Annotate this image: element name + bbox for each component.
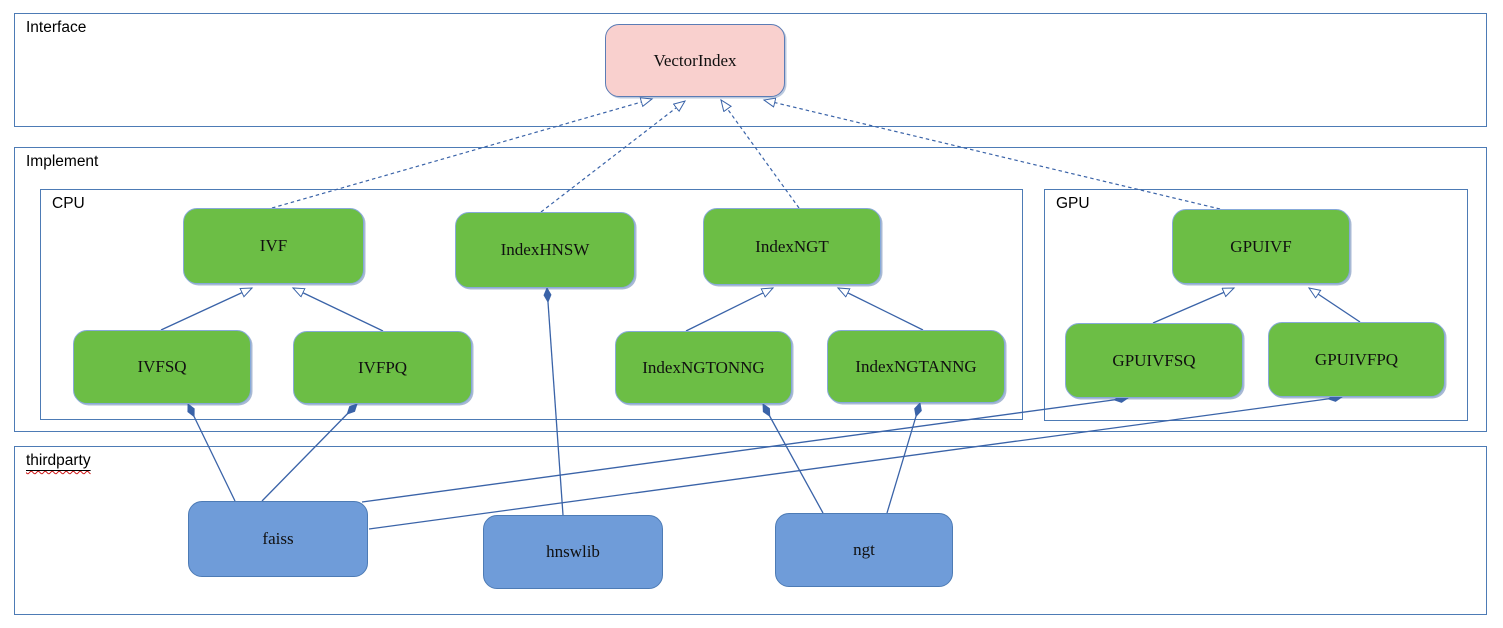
node-gpuivfpq-label: GPUIVFPQ xyxy=(1314,349,1399,369)
edge-indexngtanng-ngt[interactable] xyxy=(886,402,922,514)
node-vectorindex-label: VectorIndex xyxy=(653,50,737,70)
edge-indexngtonng-ngt[interactable] xyxy=(762,403,824,514)
node-indexhnsw-label: IndexHNSW xyxy=(500,240,590,259)
edge-gpuivf-vectorindex[interactable] xyxy=(764,100,1221,210)
group-interface[interactable]: Interface xyxy=(14,13,1487,127)
node-ivfpq[interactable]: IVFPQ xyxy=(293,331,472,404)
edge-ivfsq-ivf[interactable] xyxy=(160,287,252,331)
edge-ivfpq-faiss[interactable] xyxy=(261,403,358,502)
node-ngt-label: ngt xyxy=(853,540,875,559)
node-indexngtonng[interactable]: IndexNGTONNG xyxy=(615,331,792,404)
node-indexhnsw[interactable]: IndexHNSW xyxy=(455,212,635,288)
node-hnswlib-label: hnswlib xyxy=(546,542,600,561)
node-ivf[interactable]: IVF xyxy=(183,208,364,284)
edge-indexhnsw-vectorindex[interactable] xyxy=(540,101,685,213)
group-gpu-label: GPU xyxy=(1056,195,1090,212)
group-interface-label: Interface xyxy=(26,19,87,36)
node-vectorindex[interactable]: VectorIndex xyxy=(605,24,785,97)
node-ivfsq[interactable]: IVFSQ xyxy=(73,330,251,404)
node-gpuivfsq-label: GPUIVFSQ xyxy=(1112,350,1196,370)
group-cpu[interactable]: CPU xyxy=(40,189,1023,420)
edge-ivf-vectorindex[interactable] xyxy=(271,99,652,209)
node-ivfsq-label: IVFSQ xyxy=(137,357,187,376)
group-thirdparty-label: thirdparty xyxy=(26,452,91,469)
node-gpuivfpq[interactable]: GPUIVFPQ xyxy=(1268,322,1445,397)
node-faiss[interactable]: faiss xyxy=(188,501,368,577)
node-gpuivf[interactable]: GPUIVF xyxy=(1172,209,1350,284)
group-gpu[interactable]: GPU xyxy=(1044,189,1468,421)
group-thirdparty[interactable]: thirdparty xyxy=(14,446,1487,615)
node-indexngtonng-label: IndexNGTONNG xyxy=(642,357,765,377)
node-indexngt-label: IndexNGT xyxy=(755,236,829,256)
edge-indexngt-vectorindex[interactable] xyxy=(721,100,800,209)
node-ngt[interactable]: ngt xyxy=(775,513,953,587)
group-implement-label: Implement xyxy=(26,153,99,170)
node-ivf-label: IVF xyxy=(259,236,288,255)
edge-gpuivfpq-gpuivf[interactable] xyxy=(1309,288,1361,323)
edge-indexngtonng-indexngt[interactable] xyxy=(685,288,773,332)
group-implement[interactable]: Implement xyxy=(14,147,1487,432)
edge-gpuivfsq-gpuivf[interactable] xyxy=(1152,287,1234,324)
node-indexngtanng-label: IndexNGTANNG xyxy=(855,356,977,376)
node-ivfpq-label: IVFPQ xyxy=(357,357,408,377)
node-gpuivfsq[interactable]: GPUIVFSQ xyxy=(1065,323,1243,398)
node-hnswlib[interactable]: hnswlib xyxy=(483,515,663,589)
edge-indexngtanng-indexngt[interactable] xyxy=(838,288,924,331)
edge-ivfpq-ivf[interactable] xyxy=(293,287,384,332)
edge-ivfsq-faiss[interactable] xyxy=(187,403,236,502)
node-gpuivf-label: GPUIVF xyxy=(1230,236,1292,256)
group-cpu-label: CPU xyxy=(52,195,85,212)
edge-indexhnsw-hnswlib[interactable] xyxy=(543,287,564,516)
edge-gpuivfsq-faiss[interactable] xyxy=(361,394,1129,503)
edge-gpuivfpq-faiss[interactable] xyxy=(368,393,1343,530)
node-faiss-label: faiss xyxy=(262,529,294,548)
node-indexngtanng[interactable]: IndexNGTANNG xyxy=(827,330,1005,403)
node-indexngt[interactable]: IndexNGT xyxy=(703,208,881,285)
